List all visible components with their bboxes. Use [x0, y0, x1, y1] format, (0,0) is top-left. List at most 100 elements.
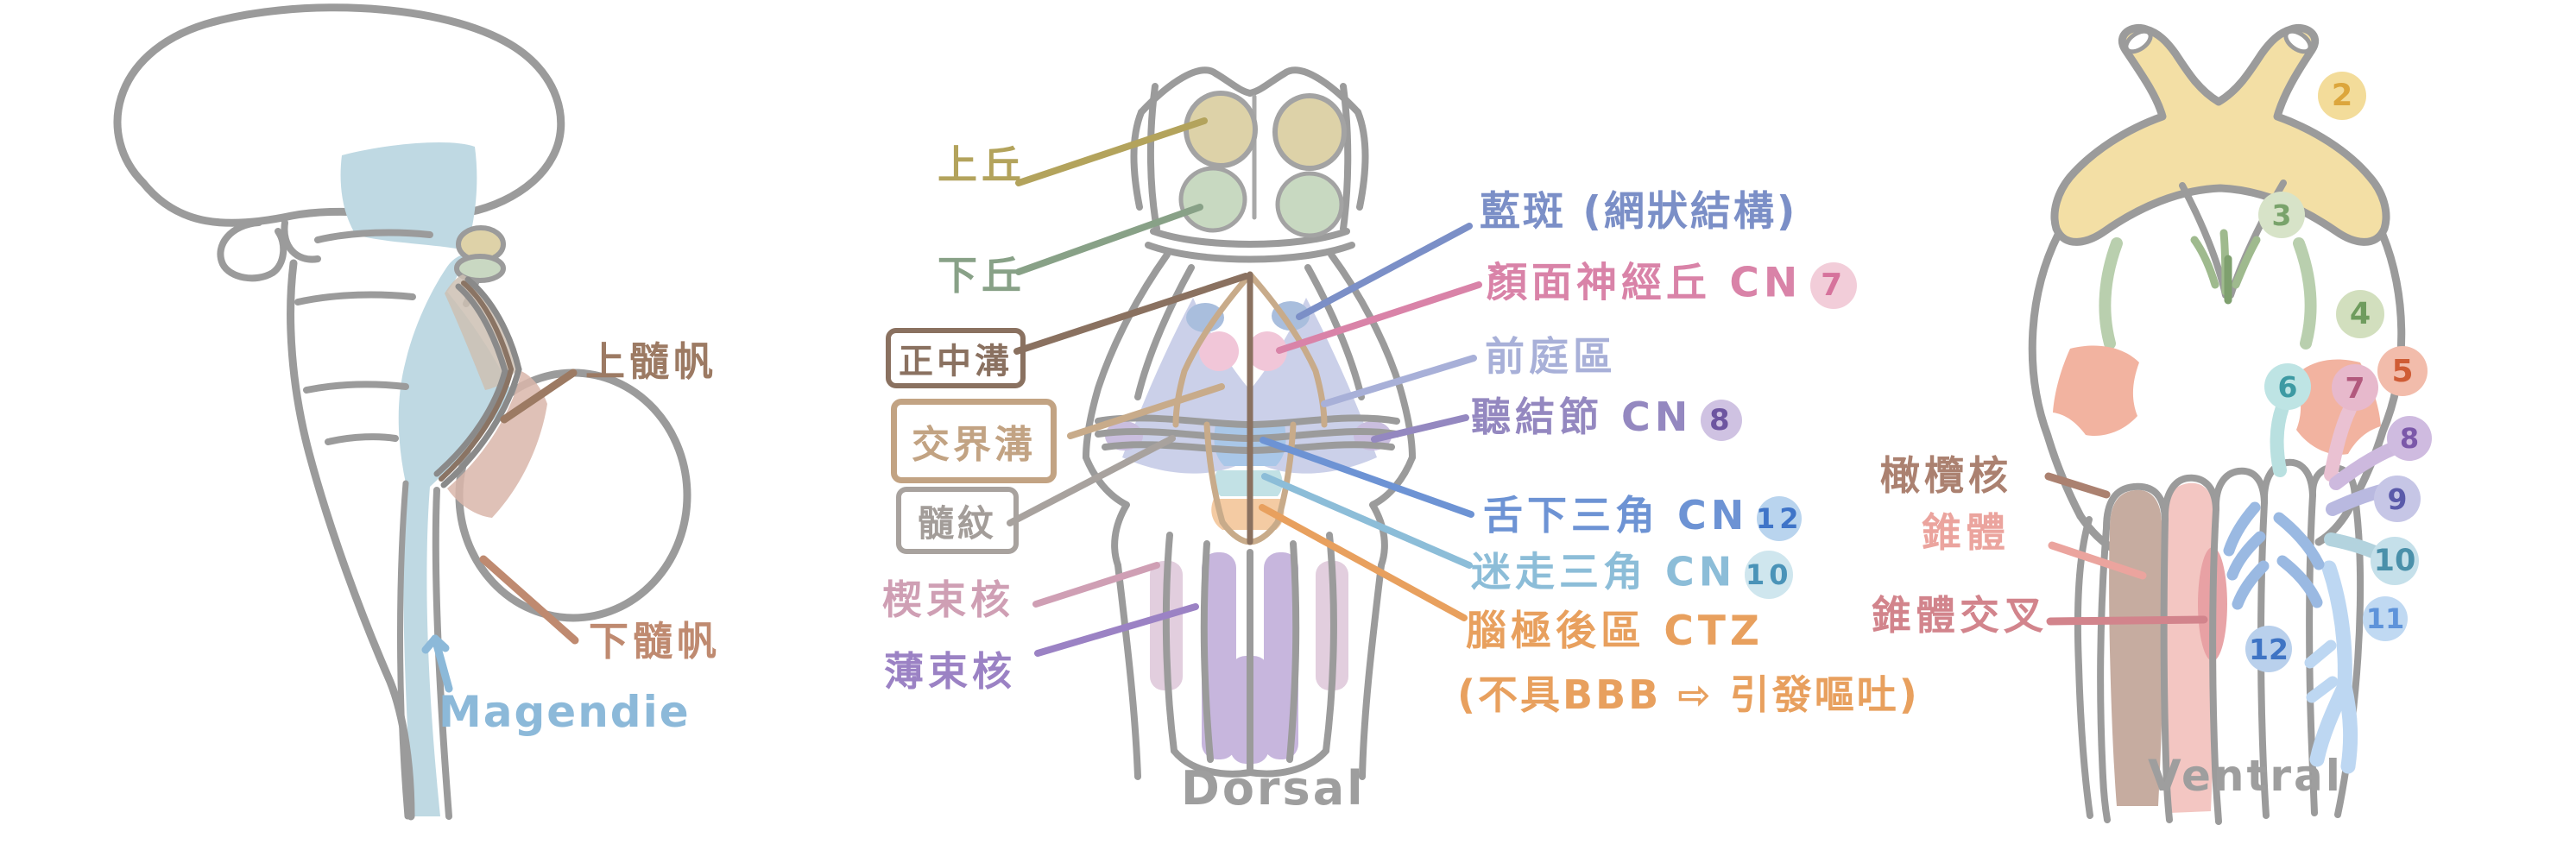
label-superior-colliculus: 上丘: [938, 142, 1026, 188]
label-sulcus-limitans: 交界溝: [891, 399, 1057, 483]
label-locus-coeruleus: 藍斑 (網狀結構): [1480, 188, 1798, 236]
central-canal-edge: [397, 480, 411, 820]
optic-chiasm: [2050, 24, 2390, 246]
inferior-colliculus-right: [1275, 171, 1344, 238]
cn12-badge: 12: [1756, 495, 1803, 541]
midbrain-bump: [217, 219, 287, 282]
ventral-cn-badge-2: 2: [2318, 72, 2366, 120]
facial-colliculus-text: 顏面神經丘 CN: [1487, 259, 1803, 307]
facial-stroke: [2324, 402, 2357, 482]
caption-ventral: Ventral: [2148, 751, 2343, 801]
label-vestibular-area: 前庭區: [1485, 333, 1617, 380]
label-area-postrema-note: (不具BBB ⇨ 引發嘔吐): [1457, 671, 1920, 718]
pons-striation-4: [325, 433, 399, 445]
ventral-cn-badge-10: 10: [2371, 537, 2419, 585]
area-postrema-leader: [1259, 504, 1468, 621]
cn7-badge: 7: [1810, 262, 1858, 309]
label-area-postrema: 腦極後區 CTZ: [1466, 608, 1764, 655]
ventral-cn-badge-4: 4: [2336, 290, 2384, 338]
label-inferior-medullary-velum: 下髓帆: [589, 618, 721, 665]
trigeminal-fill-left: [2053, 345, 2139, 437]
facial-colliculus-fill-left: [1199, 331, 1239, 371]
cerebrum-outline: [113, 3, 565, 227]
label-inferior-colliculus: 下丘: [938, 252, 1026, 299]
superior-velum-leader: [500, 369, 578, 424]
pons-striation-2: [294, 291, 416, 306]
brainstem-left-edge: [287, 259, 415, 821]
inferior-colliculus-left: [1178, 166, 1247, 233]
label-median-sulcus: 正中溝: [886, 328, 1026, 388]
label-superior-medullary-velum: 上髓帆: [585, 338, 717, 385]
ventral-cn-badge-6: 6: [2264, 363, 2311, 410]
magendie-arrow: [421, 634, 453, 693]
midbrain-bump-2: [281, 219, 321, 263]
pons-striation-3: [303, 381, 409, 394]
hypoglossal-triangle-text: 舌下三角 CN: [1483, 492, 1749, 539]
gracile-column-fill-right: [1264, 552, 1298, 759]
vestibular-leader: [1321, 355, 1477, 407]
oculomotor-nerve-strokes: [2099, 237, 2317, 350]
ventral-figure: [2028, 24, 2409, 825]
ventral-cn-badge-12: 12: [2245, 626, 2292, 672]
cn8-badge: 8: [1701, 399, 1743, 441]
label-foramen-magendie: Magendie: [439, 687, 691, 737]
decussation-leader: [2046, 615, 2208, 626]
optic-nerve-stump-left: [2124, 28, 2153, 54]
pyramid-column-fill: [2162, 482, 2215, 813]
hypoglossal-rootlets: [2223, 501, 2325, 610]
sagittal-figure: [113, 3, 691, 821]
inferior-colliculus-leader: [1015, 204, 1203, 275]
olive-leader: [2044, 472, 2111, 499]
csf-aqueduct-fourth-ventricle: [398, 254, 513, 816]
label-pyramid: 錐體: [1922, 509, 2010, 556]
superior-colliculus-left: [1184, 91, 1258, 168]
ventral-cn-badge-7: 7: [2332, 364, 2378, 411]
median-sulcus-leader: [1013, 273, 1249, 355]
superior-colliculus-right: [1272, 93, 1347, 171]
label-gracile-nucleus: 薄束核: [884, 648, 1016, 695]
cuneate-leader: [1032, 562, 1160, 608]
optic-nerve-stump-right: [2283, 28, 2313, 54]
velum-brown-lines: [439, 280, 514, 482]
inferior-colliculus-sagittal: [454, 254, 506, 283]
ventral-cn-badge-8: 8: [2387, 416, 2432, 461]
locus-coeruleus-leader: [1296, 223, 1473, 320]
label-striae-medullares: 髓紋: [896, 487, 1019, 554]
inferior-velum-leader: [479, 555, 579, 645]
oculomotor-rootlets: [2190, 229, 2261, 305]
facial-colliculus-fill-right: [1247, 331, 1287, 371]
vagal-triangle-text: 迷走三角 CN: [1471, 548, 1737, 595]
acoustic-tubercle-leader: [1371, 414, 1469, 443]
dorsal-leader-lines: [1007, 117, 1482, 657]
csf-third-ventricle: [340, 142, 477, 250]
facial-colliculus-leader: [1276, 281, 1482, 354]
ventral-leader-lines: [2044, 472, 2208, 626]
ventral-cn-badge-5: 5: [2377, 346, 2428, 396]
label-olivary-nucleus: 橄欖核: [1880, 452, 2012, 499]
superior-colliculus-leader: [1015, 117, 1208, 186]
locus-coeruleus-fill-left: [1186, 303, 1224, 332]
cn10-badge: 10: [1745, 551, 1794, 599]
ventral-cn-badge-9: 9: [2374, 476, 2421, 522]
ventral-cn-badge-11: 11: [2363, 596, 2408, 641]
caption-dorsal: Dorsal: [1181, 761, 1366, 816]
abducens-stroke: [2270, 400, 2289, 477]
medulla-right-edge: [432, 487, 452, 820]
gracile-leader: [1034, 603, 1199, 657]
gracile-column-fill-left: [1202, 552, 1236, 759]
acoustic-tubercle-text: 聽結節 CN: [1471, 394, 1693, 440]
striae-medullares-leader: [1007, 435, 1176, 526]
label-pyramidal-decussation: 錐體交叉: [1872, 592, 2048, 639]
velum-zigzag-lines: [433, 276, 522, 488]
ventral-cn-badge-3: 3: [2258, 192, 2305, 238]
pons-striation-1: [314, 229, 433, 243]
sulcus-limitans-leader: [1067, 383, 1225, 439]
hypoglossal-leader: [1260, 437, 1474, 518]
pyramid-leader: [2048, 541, 2147, 580]
